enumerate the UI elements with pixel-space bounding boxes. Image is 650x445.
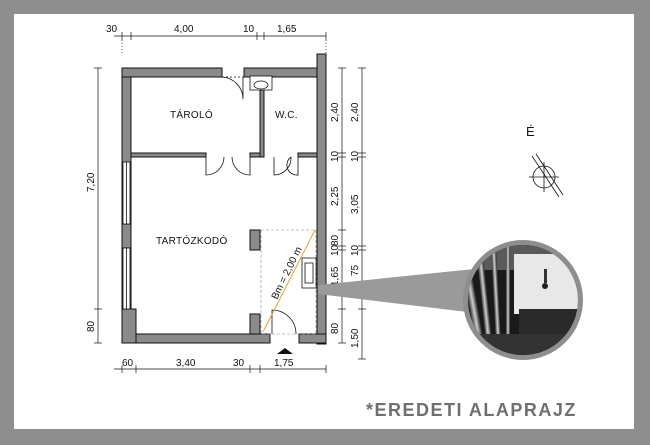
door-double-right xyxy=(231,156,251,176)
door-double-left xyxy=(205,156,225,176)
dim-right-outer-5: 75 xyxy=(350,264,361,276)
stove xyxy=(301,257,317,289)
dim-right-inner-1: 2,40 xyxy=(330,102,341,122)
wall-pilaster xyxy=(121,223,132,249)
dim-left-2: 80 xyxy=(86,320,97,332)
north-arrow xyxy=(529,153,564,198)
dim-bottom-4: 1,75 xyxy=(274,358,294,369)
dim-top-2: 4,00 xyxy=(174,24,194,35)
windows xyxy=(122,161,131,310)
north-label: É xyxy=(526,124,535,139)
doors xyxy=(205,76,299,335)
wall-mid-right xyxy=(297,152,318,158)
wall-mid-center xyxy=(249,152,261,158)
wall-corner xyxy=(121,308,137,344)
dimension-lines xyxy=(94,32,366,373)
dim-right-outer-4: 10 xyxy=(350,244,361,256)
door-wc-left xyxy=(273,156,292,176)
entrance-arrow xyxy=(277,348,293,354)
ramp-line xyxy=(262,229,316,333)
dim-right-inner-5: 10 xyxy=(330,244,341,256)
dim-right-inner-4: 80 xyxy=(330,234,341,246)
dim-right-inner-6: 1,65 xyxy=(330,266,341,286)
detail-connector xyxy=(318,268,484,314)
room-wc-label: W.C. xyxy=(275,110,298,121)
wall-partition-top xyxy=(249,229,261,251)
wall-bottom-left xyxy=(121,333,271,344)
door-storage-swing xyxy=(221,76,244,100)
dim-bottom-1: 60 xyxy=(122,358,134,369)
dim-right-outer-6: 1,50 xyxy=(350,328,361,348)
dim-bottom-3: 30 xyxy=(233,358,245,369)
wall-mid-left xyxy=(130,152,207,158)
room-storage-label: TÁROLÓ xyxy=(170,108,213,121)
dim-right-outer-3: 3,05 xyxy=(350,194,361,214)
wall-top-left xyxy=(121,67,223,78)
wall-partition-bottom xyxy=(249,313,261,335)
caption-title: *EREDETI ALAPRAJZ xyxy=(366,400,577,420)
wc-tank xyxy=(249,75,273,91)
ramp-label: Bm = 2,00 m xyxy=(270,245,305,301)
drawing-sheet: Bm = 2,00 m TÁROLÓ W.C. TARTÓZKODÓ xyxy=(14,14,634,429)
dim-right-outer-1: 2,40 xyxy=(350,102,361,122)
walls xyxy=(121,53,327,345)
dim-right-outer-2: 10 xyxy=(350,150,361,162)
wall-right xyxy=(316,53,327,345)
room-living-label: TARTÓZKODÓ xyxy=(156,234,228,247)
wall-bottom-right xyxy=(298,333,327,344)
dim-left-1: 7,20 xyxy=(86,172,97,192)
dim-right-inner-2: 10 xyxy=(330,150,341,162)
dim-right-inner-7: 80 xyxy=(330,322,341,334)
door-entrance xyxy=(271,309,297,335)
dim-top-4: 1,65 xyxy=(277,24,297,35)
dim-bottom-2: 3,40 xyxy=(176,358,196,369)
dim-right-inner-3: 2,25 xyxy=(330,186,341,206)
dim-top-1: 30 xyxy=(106,24,118,35)
floor-plan: Bm = 2,00 m TÁROLÓ W.C. TARTÓZKODÓ xyxy=(86,24,583,373)
door-wc-right xyxy=(286,156,299,176)
dim-top-3: 10 xyxy=(243,24,255,35)
